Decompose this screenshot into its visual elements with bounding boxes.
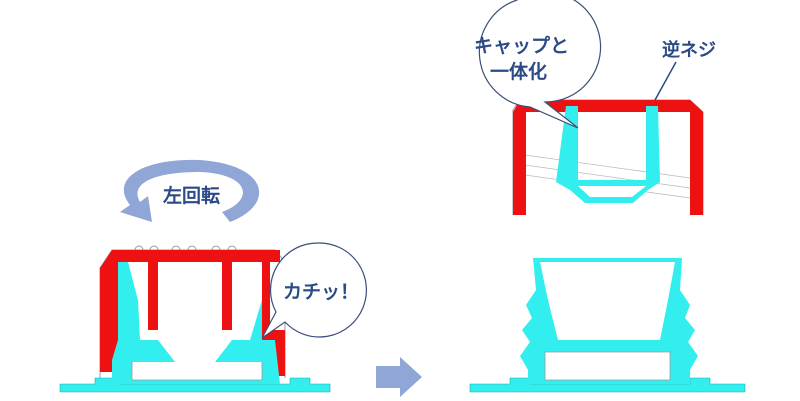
integrated-label-line2: 一体化 (490, 61, 548, 83)
spout-inner (170, 340, 222, 352)
next-step-arrow-icon (376, 357, 422, 397)
base-flange (59, 377, 331, 393)
spout-opening (131, 362, 263, 381)
reverse-thread-pointer (654, 61, 677, 101)
integrated-speech-bubble (478, 0, 602, 129)
removed-cap-with-inner-plug (512, 99, 704, 215)
removed-cap (513, 100, 703, 215)
rotation-label: 左回転 (163, 185, 221, 207)
inner-plug-hollow (578, 186, 646, 197)
closed-cap-assembly (59, 245, 331, 393)
inner-plug (556, 106, 660, 203)
click-speech-bubble (261, 242, 367, 339)
open-spout-base-opening (544, 351, 671, 381)
cap-top-ridges (134, 245, 237, 251)
rotate-left-arrow-icon (120, 159, 260, 222)
spout (112, 262, 280, 384)
open-spout (469, 258, 746, 393)
integrated-label-line1: キャップと (474, 35, 570, 57)
reverse-thread-label: 逆ネジ (662, 40, 716, 61)
click-label: カチッ！ (283, 281, 360, 303)
open-spout-inside (540, 262, 675, 340)
